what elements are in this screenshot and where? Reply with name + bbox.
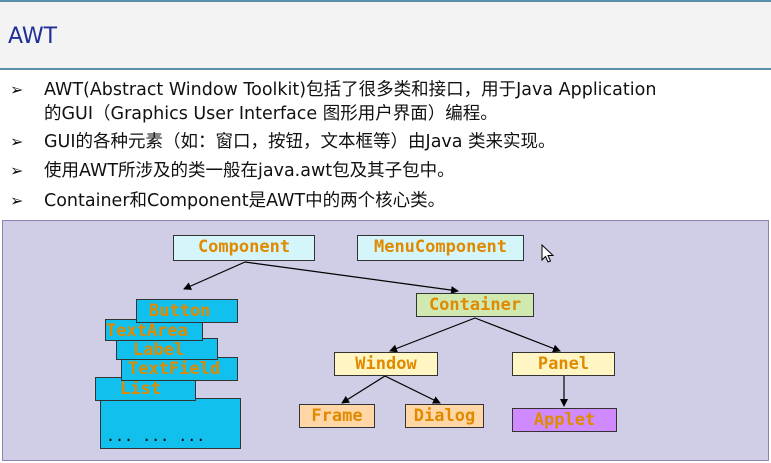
- stack-card-textfield: TextField: [121, 357, 238, 381]
- node-window: Window: [334, 352, 438, 376]
- arrowhead-bullet-icon: ➢: [10, 191, 24, 210]
- node-menucomponent: MenuComponent: [357, 235, 524, 261]
- slide-header: AWT: [0, 0, 771, 70]
- arrowhead-bullet-icon: ➢: [10, 132, 24, 151]
- bullet-text: 使用AWT所涉及的类一般在java.awt包及其子包中。: [44, 161, 455, 181]
- stack-more-label: ... ... ...: [106, 427, 206, 445]
- stack-card-button: Button: [136, 299, 238, 323]
- node-frame: Frame: [299, 404, 375, 428]
- node-panel: Panel: [512, 352, 615, 376]
- node-dialog: Dialog: [405, 404, 484, 428]
- bullet-text: AWT(Abstract Window Toolkit)包括了很多类和接口，用于…: [44, 80, 657, 100]
- stack-card-more: [100, 398, 241, 449]
- node-component: Component: [173, 235, 315, 261]
- bullet-text: Container和Component是AWT中的两个核心类。: [44, 191, 446, 211]
- bullet-text: GUI的各种元素（如：窗口，按钮，文本框等）由Java 类来实现。: [44, 132, 556, 152]
- arrowhead-bullet-icon: ➢: [10, 161, 24, 180]
- arrowhead-bullet-icon: ➢: [10, 80, 24, 99]
- node-container: Container: [416, 293, 534, 317]
- stack-card-textarea: TextArea: [105, 319, 203, 341]
- node-applet: Applet: [512, 408, 617, 432]
- bullet-text: 的GUI（Graphics User Interface 图形用户界面）编程。: [44, 104, 498, 124]
- mouse-cursor-icon: [541, 244, 555, 263]
- stack-card-label: Label: [116, 338, 218, 360]
- stack-card-list: List: [95, 377, 196, 401]
- slide-title: AWT: [8, 24, 58, 49]
